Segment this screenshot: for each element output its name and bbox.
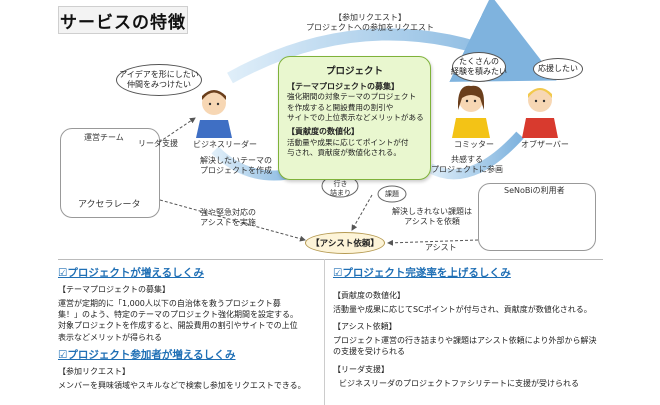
participant-increase-heading: ☑プロジェクト参加者が増えるしくみ <box>58 348 236 361</box>
observer-figure <box>522 88 558 138</box>
accelerator-team-label: 運営チーム <box>84 133 124 142</box>
assist-text: プロジェクト運営の行き詰まりや課題はアシスト依頼により外部から解決 の支援を受け… <box>333 336 597 357</box>
issue-label: 課題 <box>385 190 399 198</box>
theme-recruit-subheading: 【テーマプロジェクトの募集】 <box>58 285 170 294</box>
join-request-arrow <box>227 0 557 84</box>
assist-request-badge: 【アシスト依頼】 <box>305 232 385 254</box>
assist-subheading: 【アシスト依頼】 <box>333 322 397 332</box>
leader-support-subheading: 【リーダ支援】 <box>333 364 389 374</box>
leader-support-arrow <box>154 117 196 146</box>
business-leader-label: ビジネスリーダー <box>193 140 257 149</box>
experience-bubble: たくさんの 経験を積みたい <box>451 52 507 82</box>
project-increase-heading: ☑プロジェクトが増えるしくみ <box>58 267 205 279</box>
committer-figure <box>452 85 490 138</box>
senobi-users-label: SeNoBiの利用者 <box>504 186 565 195</box>
senobi-users-box <box>478 183 596 251</box>
committer-label: コミッター <box>454 140 494 149</box>
assist-arrow <box>387 239 479 246</box>
project-title: プロジェクト <box>325 66 383 77</box>
unsolved-label: 解決しきれない課題は アシストを依頼 <box>392 207 472 227</box>
page-title: サービスの特徴 <box>58 6 188 34</box>
idea-bubble: アイデアを形にしたい 仲間をみつけたい <box>116 64 202 96</box>
completion-heading: ☑プロジェクト完遂率を上げるしくみ <box>333 267 511 279</box>
strong-help-arrow <box>159 199 306 242</box>
join-request-label: 【参加リクエスト】 プロジェクトへの参加をリクエスト <box>306 13 434 33</box>
contribution-heading: 【貢献度の数値化】 <box>287 127 359 137</box>
empathy-label: 共感する プロジェクトに参画 <box>431 155 503 175</box>
right-column: ☑プロジェクト完遂率を上げるしくみ 【貢献度の数値化】 活動量や成果に応じてSC… <box>324 259 602 405</box>
contribution-body: 活動量や成果に応じてポイントが付 与され、貢献度が数値化される。 <box>287 137 409 157</box>
left-column: ☑プロジェクトが増えるしくみ 【テーマプロジェクトの募集】 運営が定期的に「1,… <box>58 259 316 405</box>
leader-support-label: リーダ支援 <box>138 139 178 148</box>
theme-body: 強化期間の対象テーマのプロジェクト を作成すると開設費用の割引や サイトでの上位… <box>287 92 424 122</box>
join-request-body: メンバーを興味領域やスキルなどで検索し参加をリクエストできる。 <box>58 380 306 390</box>
strong-help-label: 強や堅急対応の アシストを実施 <box>200 208 256 228</box>
leader-support-text: ビジネスリーダのプロジェクトファシリテートに支援が受けられる <box>339 378 579 388</box>
unsolved-arrow <box>351 194 373 231</box>
solve-theme-label: 解決したいテーマの プロジェクトを作成 <box>200 156 272 176</box>
support-bubble: 応援したい <box>533 58 583 80</box>
contribution-text: 活動量や成果に応じてSCポイントが付与され、貢献度が数値化される。 <box>333 305 592 314</box>
accelerator-label: アクセラレータ <box>78 200 141 210</box>
observer-label: オブザーバー <box>521 140 569 149</box>
assist-label: アシスト <box>425 243 457 252</box>
issue-bubble <box>377 185 407 203</box>
business-leader-figure <box>196 90 232 138</box>
stuck-label: 行き 詰まり <box>330 180 351 198</box>
committer-to-project-arrow <box>427 131 524 180</box>
join-request-subheading: 【参加リクエスト】 <box>58 366 130 376</box>
accelerator-team-box <box>60 128 160 218</box>
project-box: プロジェクト 【テーマプロジェクトの募集】 強化期間の対象テーマのプロジェクト … <box>278 56 431 180</box>
bottom-panel <box>58 259 603 405</box>
theme-heading: 【テーマプロジェクトの募集】 <box>287 82 399 91</box>
contribution-subheading: 【貢献度の数値化】 <box>333 291 405 300</box>
theme-recruit-body: 運営が定期的に「1,000人以下の自治体を救うプロジェクト募 集！」のよう、特定… <box>58 299 298 342</box>
